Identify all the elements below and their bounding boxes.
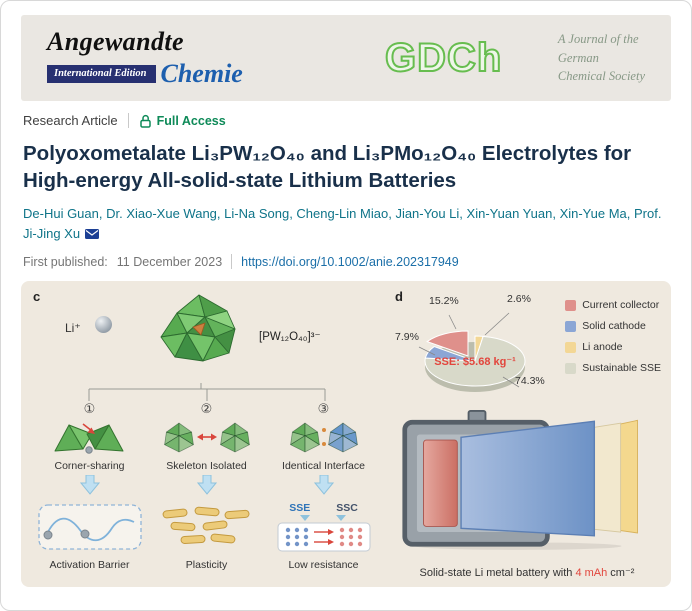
author-link[interactable]: Xin-Yuan Yuan (467, 206, 560, 221)
author-link[interactable]: Xin-Yue Ma (560, 206, 634, 221)
pie-legend: Current collector Solid cathode Li anode… (565, 299, 661, 383)
legend-swatch-sustainable-sse (565, 362, 577, 374)
graphical-abstract[interactable]: c Li⁺ (21, 281, 671, 588)
low-resistance-diagram (277, 514, 370, 552)
identical-interface-icon (289, 423, 358, 453)
mechanism-branches: ① Corner-sharing (31, 401, 383, 573)
article-meta-row: Research Article Full Access (23, 113, 669, 128)
mechanism-caption: Identical Interface (282, 460, 365, 473)
sse-cost-annotation: SSE: $5.68 kg⁻¹ (434, 356, 516, 369)
outcome-caption: Activation Barrier (49, 559, 130, 572)
chemie-wordmark: Chemie (160, 59, 243, 88)
polyoxometalate-cluster-icon (160, 294, 236, 362)
branch-number: ① (83, 401, 96, 417)
li-ion-sphere (95, 316, 112, 334)
article-title: Polyoxometalate Li₃PW₁₂O₄₀ and Li₃PMo₁₂O… (23, 142, 632, 193)
tagline-line: German (557, 50, 599, 65)
angewandte-wordmark: Angewandte (47, 27, 184, 56)
legend-item: Li anode (565, 341, 661, 353)
full-access-label: Full Access (156, 113, 226, 128)
panel-d-label: d (395, 289, 403, 305)
journal-banner: Angewandte International Edition Chemie … (21, 15, 671, 101)
legend-item: Current collector (565, 299, 661, 311)
figure-panel-c: c Li⁺ (31, 289, 383, 579)
doi-link[interactable]: https://doi.org/10.1002/anie.202317949 (241, 254, 459, 269)
journal-tagline: A Journal of the German Chemical Society (558, 30, 645, 86)
publication-row: First published: 11 December 2023 https:… (23, 254, 669, 270)
branch-corner-sharing: ① Corner-sharing (31, 401, 148, 573)
international-edition-badge: International Edition (47, 65, 156, 83)
tagline-line: Chemical Society (557, 69, 645, 84)
author-link[interactable]: Prof. Ji-Jing Xu (23, 206, 662, 242)
down-arrow-icon (313, 475, 334, 496)
cluster-formula-label: [PW₁₂O₄₀]³⁻ (259, 331, 321, 344)
legend-item: Solid cathode (565, 320, 661, 332)
branch-skeleton-isolated: ② Skeleton Isolated (148, 401, 265, 573)
pie-value-solid-cathode: 7.9% (395, 331, 419, 344)
open-lock-icon (139, 114, 151, 128)
legend-swatch-li-anode (565, 341, 577, 353)
areal-capacity-value: 4 mAh (575, 567, 608, 580)
author-list: De-Hui GuanDr. Xiao-Xue WangLi-Na SongCh… (23, 204, 669, 245)
publish-date: 11 December 2023 (116, 254, 223, 269)
outcome-caption: Plasticity (185, 559, 228, 572)
author-link[interactable]: Li-Na Song (224, 206, 296, 221)
separator (127, 113, 129, 128)
li-ion-label: Li⁺ (65, 321, 81, 336)
legend-swatch-solid-cathode (565, 320, 577, 332)
skeleton-isolated-icon (163, 423, 250, 453)
gdch-logo[interactable]: GDCh (384, 35, 503, 81)
legend-swatch-current-collector (565, 299, 577, 311)
separator (231, 254, 233, 270)
corresponding-author-email-icon[interactable] (85, 227, 100, 242)
figure-panel-d: d (393, 289, 661, 579)
legend-item: Sustainable SSE (565, 362, 661, 374)
down-arrow-icon (196, 475, 217, 496)
pie-value-sustainable-sse: 74.3% (515, 375, 545, 388)
sse-label: SSE (289, 501, 311, 514)
angewandte-logo[interactable]: Angewandte International Edition Chemie (47, 27, 299, 89)
battery-caption: Solid-state Li metal battery with 4 mAh … (419, 567, 635, 580)
panel-c-label: c (33, 289, 41, 305)
pie-value-li-anode: 2.6% (507, 293, 531, 306)
outcome-caption: Low resistance (288, 559, 359, 572)
corner-sharing-icon (54, 423, 123, 455)
interface-labels: SSE SSC (289, 502, 358, 515)
down-arrow-icon (79, 475, 100, 496)
branch-identical-interface: ③ Identical Interface (265, 401, 382, 573)
branch-number: ② (200, 401, 213, 417)
plasticity-rods-diagram (162, 507, 250, 545)
full-access-badge: Full Access (139, 114, 226, 128)
ssc-label: SSC (336, 501, 358, 514)
branch-connector-lines (88, 383, 326, 402)
branch-number: ③ (317, 401, 330, 417)
author-link[interactable]: Jian-You Li (395, 206, 466, 221)
pie-chart-graphic (418, 313, 555, 393)
battery-illustration (402, 410, 638, 551)
pie-value-current-collector: 15.2% (429, 295, 459, 308)
author-link[interactable]: De-Hui Guan (23, 206, 106, 221)
panel-c-header: Li⁺ (31, 289, 383, 383)
activation-barrier-diagram (37, 504, 142, 551)
cost-pie-chart: 15.2% 2.6% 7.9% 74.3% SSE: $5.68 kg⁻¹ (395, 293, 559, 409)
first-published-label: First published: (23, 254, 108, 269)
tagline-line: A Journal of the (557, 31, 639, 46)
mechanism-caption: Corner-sharing (54, 460, 125, 473)
article-type-label: Research Article (23, 113, 118, 128)
mechanism-caption: Skeleton Isolated (166, 460, 247, 473)
author-link[interactable]: Dr. Xiao-Xue Wang (106, 206, 224, 221)
author-link[interactable]: Cheng-Lin Miao (296, 206, 395, 221)
